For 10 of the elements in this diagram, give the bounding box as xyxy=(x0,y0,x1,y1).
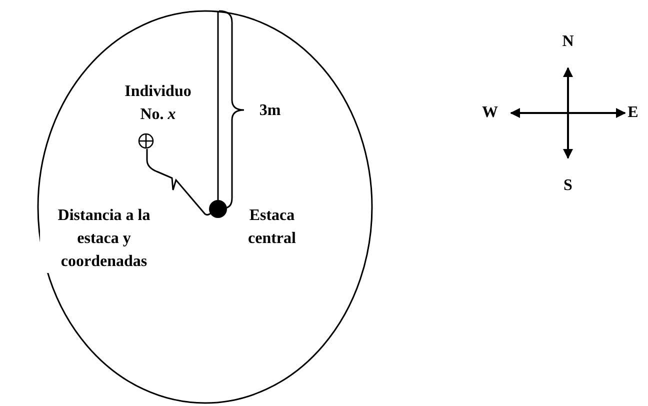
individual-marker-icon xyxy=(138,133,154,149)
plot-circle xyxy=(37,10,373,404)
compass-letter: N xyxy=(561,32,575,52)
stake-label: Estaca central xyxy=(247,206,297,249)
compass-letter: W xyxy=(481,103,499,123)
compass-letter: S xyxy=(562,176,574,196)
stake-dot xyxy=(209,200,227,218)
dimension-label: 3m xyxy=(258,101,282,121)
individual-label: Individuo No. x xyxy=(124,82,192,125)
compass-letter: E xyxy=(626,103,640,123)
